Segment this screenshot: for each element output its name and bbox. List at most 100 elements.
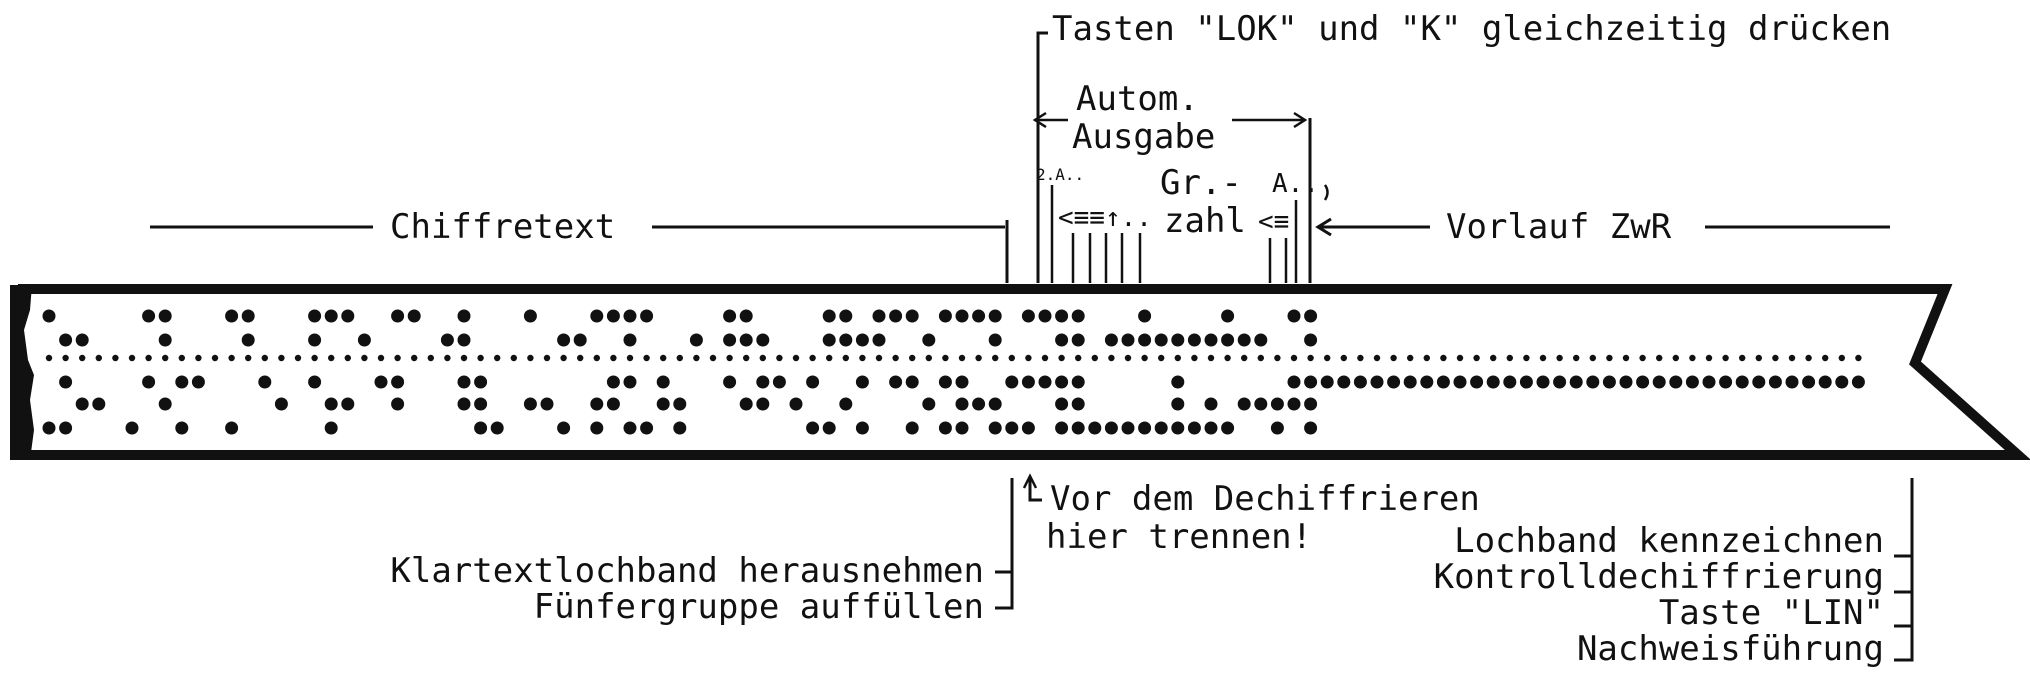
feed-hole: [776, 354, 783, 362]
small-seq-label: <≡≡↑..: [1058, 203, 1152, 233]
data-hole: [474, 375, 488, 389]
leader-hole: [1735, 375, 1749, 389]
feed-hole: [1207, 354, 1215, 362]
data-hole: [1038, 375, 1052, 389]
data-hole: [590, 421, 604, 435]
feed-hole: [1589, 354, 1597, 362]
autom-ausgabe-annotation: Autom. Ausgabe: [1032, 79, 1312, 283]
data-hole: [739, 309, 753, 323]
data-hole: [656, 375, 670, 389]
autom-label-line1: Autom.: [1076, 79, 1199, 119]
leader-hole: [1602, 375, 1616, 389]
data-hole: [523, 309, 537, 323]
kontroll-label: Kontrolldechiffrierung: [1434, 557, 1884, 597]
data-hole: [739, 397, 753, 411]
feed-hole: [1075, 354, 1082, 362]
feed-hole: [494, 354, 501, 362]
leader-hole: [1453, 375, 1467, 389]
data-hole: [241, 333, 255, 347]
data-hole: [158, 397, 172, 411]
leader-hole: [1685, 375, 1699, 389]
data-hole: [839, 309, 853, 323]
feed-hole: [1191, 354, 1198, 362]
data-hole: [1221, 333, 1235, 347]
tape-holes: [42, 309, 1865, 435]
feed-hole: [510, 354, 517, 362]
feed-hole: [1788, 354, 1796, 362]
feed-hole: [543, 354, 551, 362]
feed-hole: [328, 354, 335, 362]
feed-hole: [1241, 354, 1248, 362]
lochband-label: Lochband kennzeichnen: [1454, 521, 1884, 561]
feed-hole: [1606, 354, 1613, 362]
leader-hole: [1470, 375, 1484, 389]
data-hole: [490, 421, 504, 435]
feed-hole: [527, 354, 534, 362]
data-hole: [225, 309, 239, 323]
data-hole: [59, 421, 73, 435]
press-keys-bracket: [1036, 31, 1048, 283]
feed-hole: [1357, 354, 1364, 362]
data-hole: [1171, 333, 1185, 347]
data-hole: [922, 397, 936, 411]
data-hole: [1204, 421, 1218, 435]
data-hole: [1038, 309, 1052, 323]
data-hole: [623, 309, 637, 323]
data-hole: [59, 333, 73, 347]
data-hole: [1138, 309, 1152, 323]
data-hole: [1254, 397, 1268, 411]
feed-hole: [162, 354, 169, 362]
feed-hole: [1025, 354, 1032, 362]
data-hole: [175, 375, 189, 389]
leader-hole: [1503, 375, 1517, 389]
leader-hole: [1519, 375, 1533, 389]
leader-hole: [1818, 375, 1832, 389]
feed-hole: [1822, 354, 1829, 362]
data-hole: [855, 333, 869, 347]
leader-hole: [1768, 375, 1782, 389]
data-hole: [1204, 397, 1218, 411]
data-hole: [1055, 333, 1069, 347]
feed-hole: [1705, 354, 1713, 362]
feed-hole: [809, 354, 816, 362]
leader-hole: [1387, 375, 1401, 389]
leader-hole: [1553, 375, 1567, 389]
data-hole: [756, 397, 770, 411]
feed-hole: [278, 354, 285, 362]
feed-hole: [1274, 354, 1281, 362]
feed-hole: [1656, 354, 1663, 362]
right-steps-bracket: [1894, 478, 1914, 662]
data-hole: [407, 309, 421, 323]
data-hole: [590, 309, 604, 323]
data-hole: [723, 309, 737, 323]
data-hole: [324, 421, 338, 435]
data-hole: [557, 421, 571, 435]
feed-hole: [1257, 354, 1265, 362]
data-hole: [623, 375, 637, 389]
data-hole: [1237, 397, 1251, 411]
feed-hole: [958, 354, 966, 362]
vorlauf-annotation: Vorlauf ZwR: [1315, 207, 1890, 247]
data-hole: [1005, 421, 1019, 435]
data-hole: [1304, 333, 1318, 347]
data-hole: [1138, 333, 1152, 347]
leader-hole: [1569, 375, 1583, 389]
data-hole: [457, 375, 471, 389]
data-hole: [1121, 333, 1135, 347]
feed-hole: [411, 354, 418, 362]
feed-hole: [743, 354, 750, 362]
feed-hole: [1340, 354, 1348, 362]
data-hole: [540, 397, 554, 411]
data-hole: [673, 421, 687, 435]
data-hole: [988, 309, 1002, 323]
feed-hole: [643, 354, 650, 362]
data-hole: [1304, 421, 1318, 435]
data-hole: [158, 333, 172, 347]
data-hole: [1254, 333, 1268, 347]
data-hole: [357, 333, 371, 347]
data-hole: [905, 375, 919, 389]
leader-hole: [1851, 375, 1865, 389]
taste-lin-label: Taste "LIN": [1659, 593, 1884, 633]
chiffretext-annotation: Chiffretext: [150, 207, 1009, 283]
data-hole: [440, 333, 454, 347]
